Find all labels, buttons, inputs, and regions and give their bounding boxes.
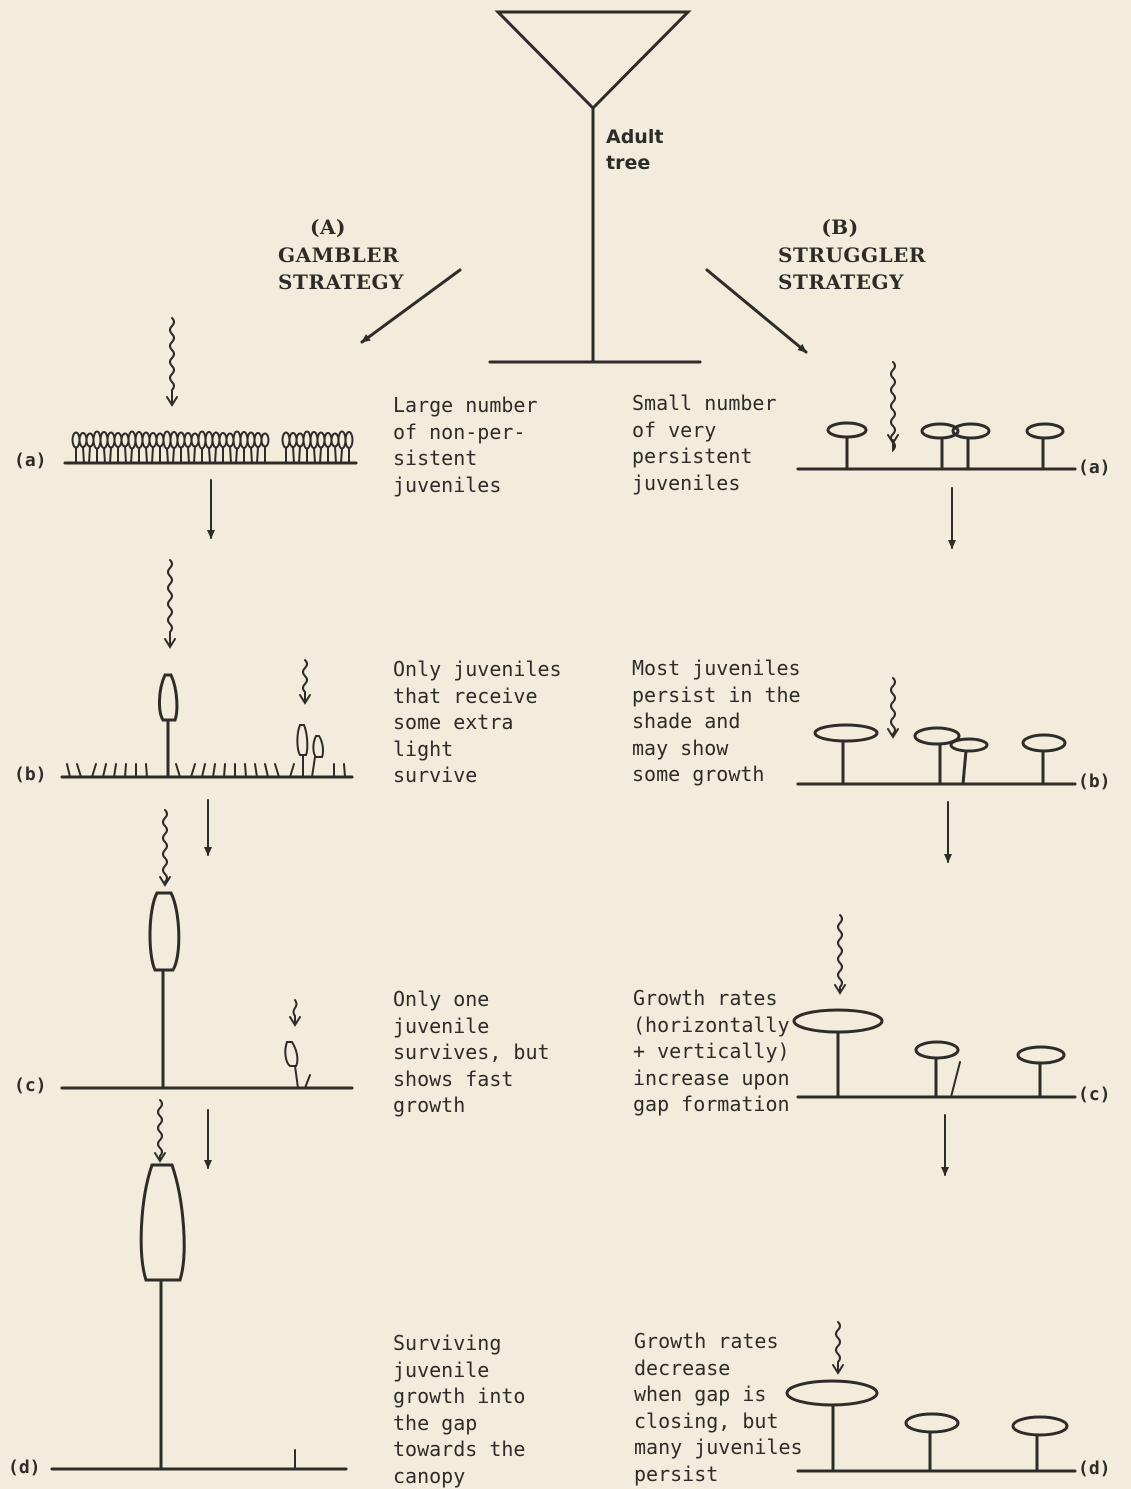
- struggler-step-d-text: Growth rates decrease when gap is closin…: [634, 1329, 803, 1486]
- gambler-stage-label-b: (b): [14, 764, 47, 785]
- light-ray-icon: [169, 317, 175, 403]
- gambler-stage-label-c: (c): [14, 1075, 47, 1096]
- struggler-strategy-title: STRUGGLER STRATEGY: [778, 243, 926, 294]
- struggler-stage-label-a: (a): [1078, 457, 1111, 478]
- gambler-strategy-title: GAMBLER STRATEGY: [278, 243, 404, 294]
- adult-tree-icon: [488, 10, 702, 364]
- gambler-step-d-text: Surviving juvenile growth into the gap t…: [393, 1331, 526, 1488]
- light-ray-icon: [157, 1099, 163, 1159]
- gambler-stage-a-drawing: [63, 317, 358, 465]
- light-ray-icon: [167, 559, 173, 645]
- struggler-step-c-text: Growth rates (horizontally + vertically)…: [633, 986, 790, 1116]
- struggler-strategy-letter: (B): [821, 215, 859, 239]
- struggler-stage-label-d: (d): [1078, 1458, 1111, 1479]
- gambler-stage-c-drawing: [60, 809, 354, 1090]
- gambler-stage-d-drawing: [50, 1099, 348, 1471]
- gambler-stage-label-d: (d): [8, 1457, 41, 1478]
- gambler-strategy-arrow: [360, 268, 462, 344]
- light-ray-icon: [890, 677, 896, 735]
- struggler-stage-label-c: (c): [1078, 1084, 1111, 1105]
- gambler-stage-label-a: (a): [14, 450, 47, 471]
- light-ray-icon: [292, 999, 298, 1023]
- struggler-step-a-text: Small number of very persistent juvenile…: [632, 391, 777, 495]
- struggler-stage-c-drawing: [792, 914, 1077, 1099]
- struggler-stage-d-drawing: [785, 1321, 1077, 1473]
- gambler-step-a-text: Large number of non-per- sistent juvenil…: [393, 393, 538, 497]
- struggler-stage-label-b: (b): [1078, 771, 1111, 792]
- gambler-step-b-text: Only juveniles that receive some extra l…: [393, 657, 562, 787]
- struggler-step-b-text: Most juveniles persist in the shade and …: [632, 656, 801, 786]
- light-ray-icon: [835, 1321, 841, 1371]
- light-ray-icon: [890, 361, 896, 453]
- light-ray-icon: [837, 914, 843, 991]
- struggler-strategy-arrow: [705, 268, 808, 354]
- struggler-stage-b-drawing: [796, 677, 1077, 786]
- adult-tree-label: Adult tree: [606, 126, 664, 174]
- gambler-stage-b-drawing: [60, 559, 354, 779]
- light-ray-icon: [162, 809, 168, 883]
- light-ray-icon: [302, 659, 308, 701]
- gambler-step-c-text: Only one juvenile survives, but shows fa…: [393, 987, 550, 1117]
- gambler-strategy-letter: (A): [310, 215, 346, 239]
- struggler-stage-a-drawing: [796, 361, 1077, 471]
